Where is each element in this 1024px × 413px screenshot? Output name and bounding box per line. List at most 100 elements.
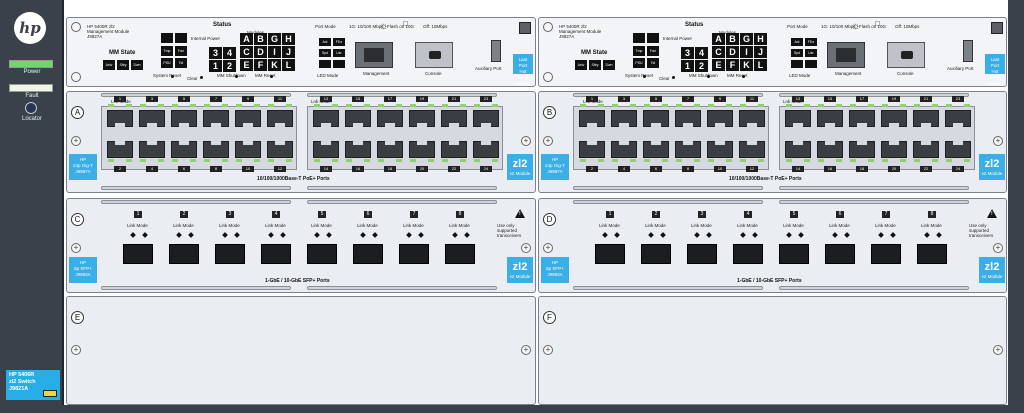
rj45-port[interactable] [377,110,403,127]
rj45-port[interactable] [441,110,467,127]
management-port[interactable] [355,42,393,68]
modules-label: Modules [247,30,264,35]
rj45-port[interactable] [409,141,435,158]
rj45-port[interactable] [675,141,701,158]
rj45-port[interactable] [849,110,875,127]
port-link-led [612,104,618,107]
sfp-port[interactable] [733,244,763,264]
rj45-port[interactable] [345,141,371,158]
rj45-port[interactable] [139,141,165,158]
module-screw: + [71,243,81,253]
mm-reset-button[interactable] [742,75,745,78]
rj45-port[interactable] [707,110,733,127]
module-eject-tab[interactable] [519,22,531,34]
rj45-port[interactable] [707,141,733,158]
rj45-port[interactable] [785,110,811,127]
link-mode-label: Link Mode [783,223,804,228]
rj45-port[interactable] [881,141,907,158]
port-number-label: 1 [586,96,598,102]
port-mode-led [492,159,498,162]
sfp-port[interactable] [353,244,383,264]
rj45-port[interactable] [739,110,765,127]
rj45-port[interactable] [817,141,843,158]
rj45-port[interactable] [313,110,339,127]
rj45-port[interactable] [139,110,165,127]
management-port[interactable] [827,42,865,68]
rj45-port[interactable] [945,141,971,158]
port-mode-led [332,159,338,162]
rj45-port[interactable] [441,141,467,158]
rj45-port[interactable] [171,110,197,127]
sfp-port[interactable] [123,244,153,264]
rj45-port[interactable] [675,110,701,127]
sfp-port[interactable] [687,244,717,264]
rj45-port[interactable] [817,110,843,127]
slot-e-indicator: E [712,59,725,71]
port-link-led [580,104,586,107]
rj45-port[interactable] [473,141,499,158]
rj45-port[interactable] [913,141,939,158]
slot-k-indicator: K [268,59,281,71]
rj45-port[interactable] [849,141,875,158]
slot-d-indicator: D [726,46,739,58]
rj45-port[interactable] [785,141,811,158]
rj45-port[interactable] [203,141,229,158]
rj45-port[interactable] [235,141,261,158]
auxiliary-port[interactable] [491,40,501,62]
module-line-1: HP 5400R zl2 [559,24,587,29]
sfp-port[interactable] [641,244,671,264]
rj45-port[interactable] [945,110,971,127]
rj45-port[interactable] [611,141,637,158]
sfp-port[interactable] [871,244,901,264]
rj45-port[interactable] [579,141,605,158]
rj45-port[interactable] [881,110,907,127]
rj45-port[interactable] [473,110,499,127]
mm-shutdown-button[interactable] [707,75,710,78]
rj45-port[interactable] [345,110,371,127]
rj45-port[interactable] [203,110,229,127]
rj45-port[interactable] [643,110,669,127]
sfp-port[interactable] [215,244,245,264]
sfp-port[interactable] [779,244,809,264]
sfp-port[interactable] [307,244,337,264]
sfp-port[interactable] [595,244,625,264]
module-eject-tab[interactable] [991,22,1003,34]
auxiliary-port[interactable] [963,40,973,62]
sfp-link-led [176,232,182,238]
sfp-port[interactable] [825,244,855,264]
rj45-port[interactable] [267,141,293,158]
sfp-port[interactable] [445,244,475,264]
rj45-port[interactable] [611,110,637,127]
rj45-port[interactable] [107,110,133,127]
system-reset-button[interactable] [171,75,174,78]
rj45-port[interactable] [107,141,133,158]
locator-button[interactable] [25,102,37,114]
rj45-port[interactable] [409,110,435,127]
status-tmp-indicator: Tmp [161,46,173,56]
sfp-port[interactable] [399,244,429,264]
clear-button[interactable] [672,76,675,79]
rj45-port[interactable] [171,141,197,158]
rj45-port[interactable] [377,141,403,158]
rj45-port[interactable] [579,110,605,127]
rj45-port[interactable] [913,110,939,127]
sfp-port[interactable] [169,244,199,264]
rj45-port[interactable] [235,110,261,127]
sfp-port[interactable] [261,244,291,264]
led-mode-button[interactable] [289,60,295,66]
status-title: Status [213,22,232,28]
rj45-port[interactable] [739,141,765,158]
console-port[interactable] [415,42,453,68]
mm-shutdown-button[interactable] [235,75,238,78]
port-number-label: 11 [274,96,286,102]
rj45-port[interactable] [313,141,339,158]
led-mode-button[interactable] [761,60,767,66]
rj45-port[interactable] [267,110,293,127]
rj45-port[interactable] [643,141,669,158]
mm-reset-button[interactable] [270,75,273,78]
clear-button[interactable] [200,76,203,79]
system-reset-button[interactable] [643,75,646,78]
port-mode-led [900,104,906,107]
console-port[interactable] [887,42,925,68]
sfp-port[interactable] [917,244,947,264]
